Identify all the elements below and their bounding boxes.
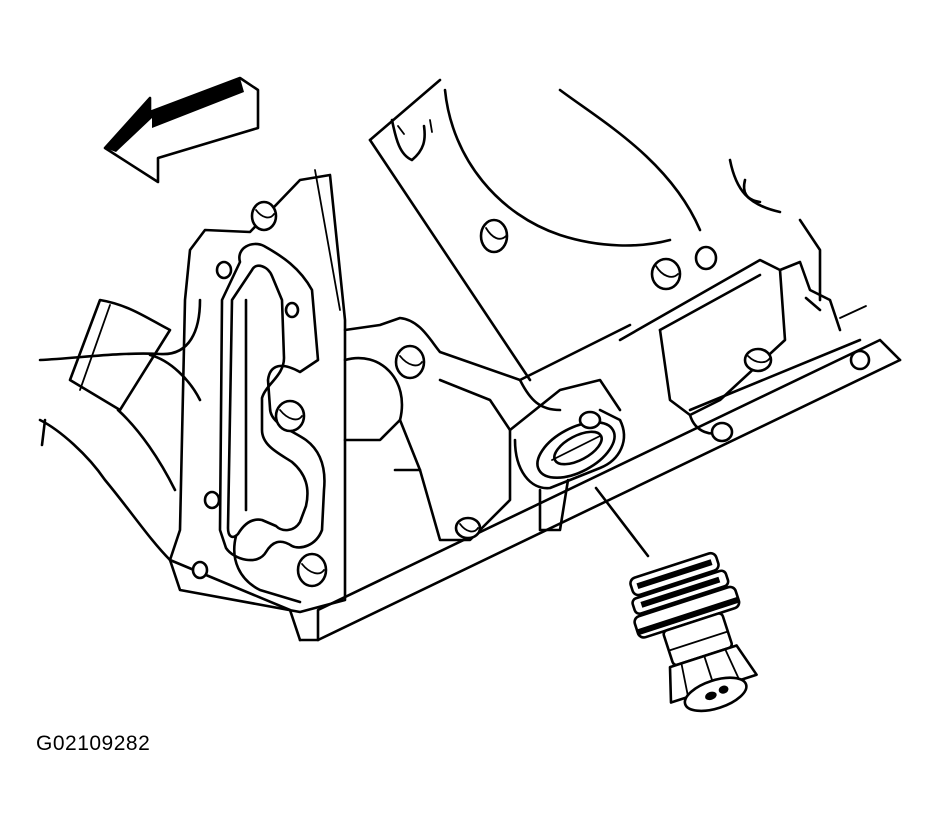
leader-line [594, 486, 650, 558]
casting-mark [397, 119, 433, 135]
crankcase-left [38, 298, 202, 562]
figure-id-label: G02109282 [36, 732, 151, 755]
engine-block [168, 78, 902, 642]
bolt-hole [191, 200, 328, 588]
sensor-component [629, 551, 758, 713]
direction-arrow-icon [103, 76, 260, 184]
